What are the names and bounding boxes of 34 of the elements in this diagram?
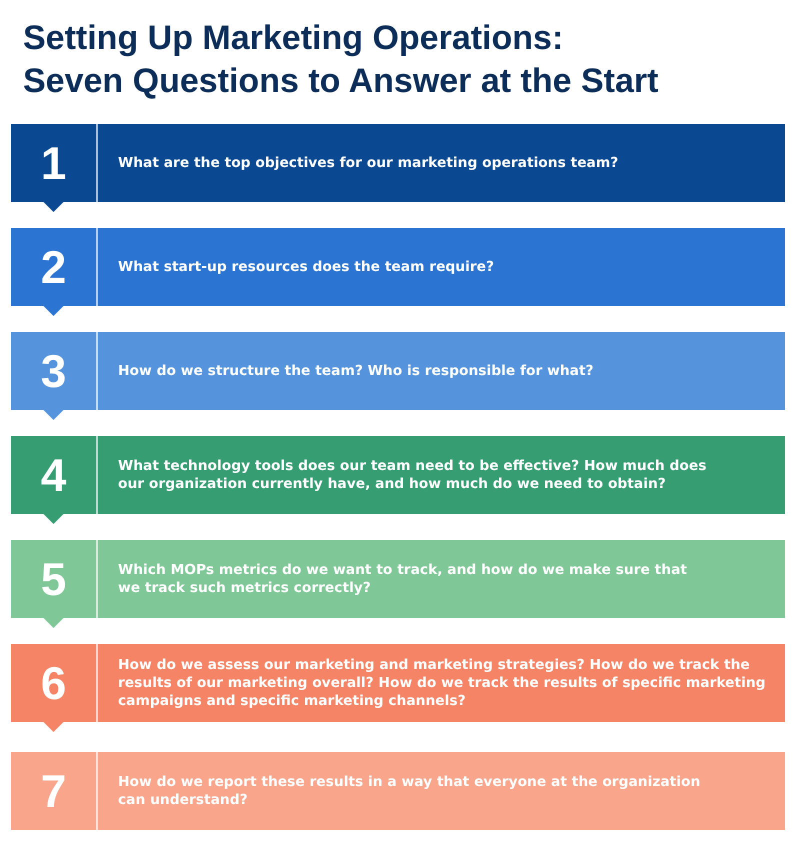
step-number: 2 (40, 244, 66, 290)
pointer-arrow (44, 306, 64, 316)
step-number: 6 (40, 660, 66, 706)
title: Setting Up Marketing Operations: Seven Questions to Answer at the Start (23, 18, 660, 102)
step-number: 7 (40, 768, 66, 814)
step-number: 3 (40, 348, 66, 394)
step-number-block (11, 436, 96, 514)
step-number-block (11, 644, 96, 722)
question-panel (96, 436, 785, 514)
question-text: What technology tools does our team need to be effective? How much does our organization currently have, and how much do we need to obtain? (118, 457, 708, 493)
question-text: What are the top objectives for our marketing operations team? (118, 154, 620, 172)
step-number-block (11, 332, 96, 410)
step-number: 1 (40, 140, 66, 186)
question-text: What start-up resources does the team require? (118, 258, 496, 276)
pointer-arrow (44, 514, 64, 524)
step-number: 4 (40, 452, 66, 498)
question-panel (96, 124, 785, 202)
question-panel (96, 540, 785, 618)
question-text: How do we assess our marketing and marketing strategies? How do we track the results of our marketing overall? How do we track the results of specific marketing campaigns and specific marketing channels? (118, 656, 767, 710)
step-number-block (11, 124, 96, 202)
question-panel (96, 228, 785, 306)
pointer-arrow (44, 410, 64, 420)
step-number-block (11, 752, 96, 830)
step-number-block (11, 540, 96, 618)
question-panel (96, 644, 785, 722)
question-panel (96, 332, 785, 410)
question-text: Which MOPs metrics do we want to track, and how do we make sure that we track such metrics correctly? (118, 561, 688, 597)
step-number: 5 (40, 556, 66, 602)
question-panel (96, 752, 785, 830)
pointer-arrow (44, 618, 64, 628)
pointer-arrow (44, 722, 64, 732)
question-text: How do we report these results in a way that everyone at the organization can understand? (118, 773, 702, 809)
question-text: How do we structure the team? Who is responsible for what? (118, 362, 595, 380)
step-number-block (11, 228, 96, 306)
